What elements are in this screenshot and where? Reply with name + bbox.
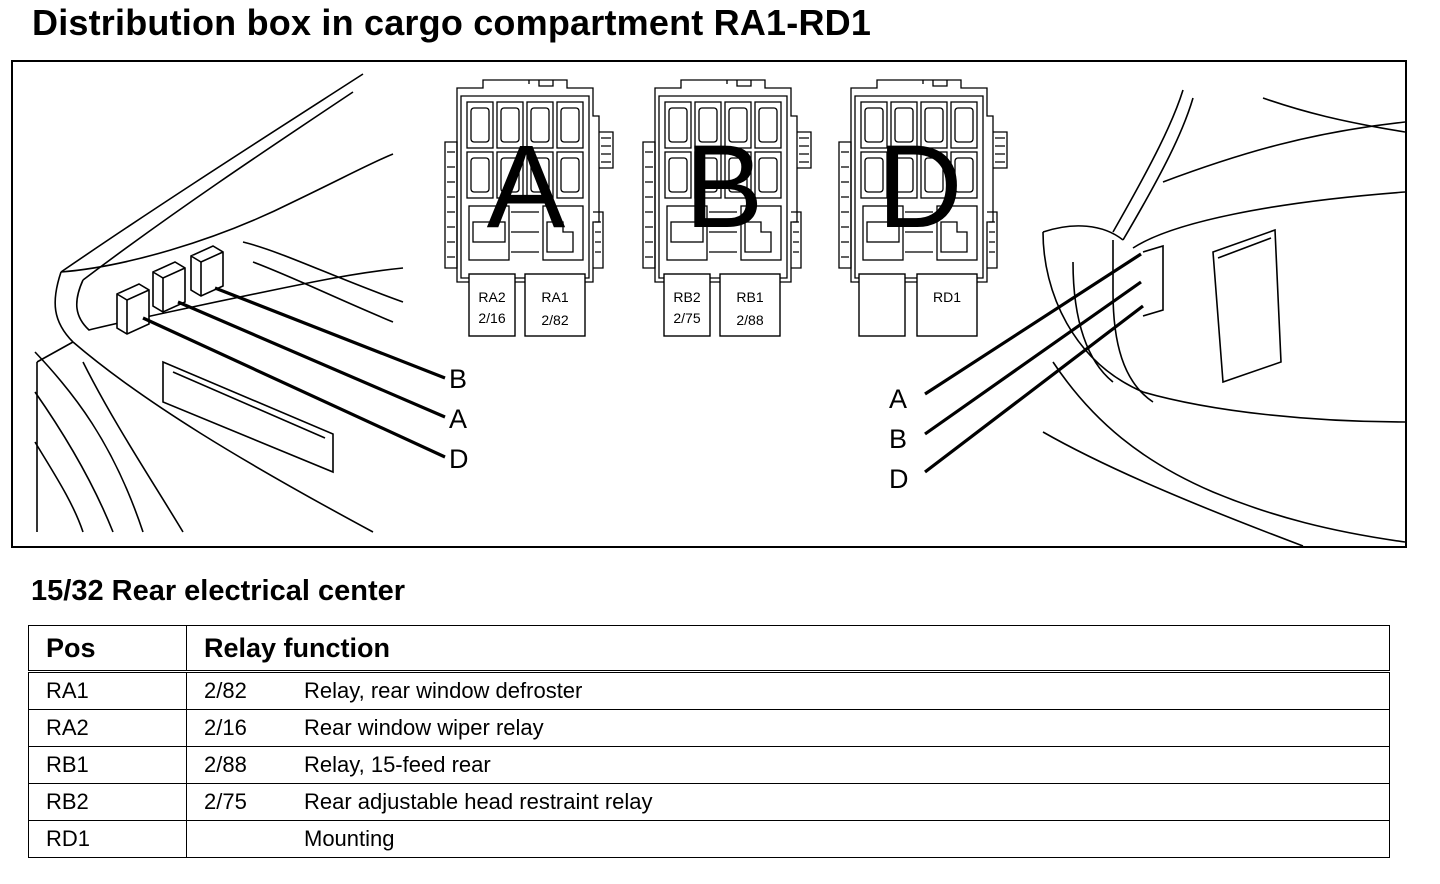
box-letter-a: A (487, 121, 566, 253)
left-cargo-view (34, 73, 404, 533)
row-code: 2/82 (186, 671, 304, 710)
row-description: Rear adjustable head restraint relay (304, 783, 1390, 821)
slot-empty (858, 273, 906, 337)
left-leader-lines (142, 286, 446, 459)
fuse-box-b: B RB2 2/75 RB1 2/88 (642, 79, 812, 337)
row-description: Mounting (304, 820, 1390, 858)
row-code: 2/16 (186, 709, 304, 747)
row-pos: RB1 (28, 746, 187, 784)
section-title: 15/32 Rear electrical center (31, 575, 406, 607)
table-row: RD1 Mounting (28, 820, 1390, 858)
slot-ra1 (524, 273, 586, 337)
table-row: RB2 2/75 Rear adjustable head restraint … (28, 783, 1390, 821)
slot-rb2 (663, 273, 711, 337)
page-title: Distribution box in cargo compartment RA… (32, 2, 872, 43)
table-row: RA1 2/82 Relay, rear window defroster (28, 671, 1390, 710)
left-relay-blocks (116, 245, 224, 335)
slot-rb1-code: 2/88 (736, 312, 763, 328)
row-pos: RA2 (28, 709, 187, 747)
table-row: RB1 2/88 Relay, 15-feed rear (28, 746, 1390, 784)
slot-rd1 (916, 273, 978, 337)
slot-ra2-pos: RA2 (478, 289, 505, 305)
distribution-box-diagram: B A D A B D (11, 60, 1407, 548)
slot-ra2-code: 2/16 (478, 310, 505, 326)
row-description: Relay, rear window defroster (304, 671, 1390, 710)
slot-ra1-pos: RA1 (541, 289, 568, 305)
row-description: Relay, 15-feed rear (304, 746, 1390, 784)
slot-rb1-pos: RB1 (736, 289, 763, 305)
row-description: Rear window wiper relay (304, 709, 1390, 747)
row-code: 2/88 (186, 746, 304, 784)
row-pos: RD1 (28, 820, 187, 858)
slot-ra1-code: 2/82 (541, 312, 568, 328)
slot-rb2-pos: RB2 (673, 289, 700, 305)
slot-rd1-pos: RD1 (933, 289, 961, 305)
slot-ra2 (468, 273, 516, 337)
row-pos: RA1 (28, 671, 187, 710)
fuse-box-a: A RA2 2/16 RA1 2/82 (444, 79, 614, 337)
header-relay-function: Relay function (186, 625, 1390, 673)
right-leader-lines (924, 252, 1144, 474)
table-header-row: Pos Relay function (28, 625, 1390, 673)
fuse-box-d: D RD1 (838, 79, 1008, 337)
slot-rb2-code: 2/75 (673, 310, 700, 326)
row-pos: RB2 (28, 783, 187, 821)
header-pos: Pos (28, 625, 187, 673)
slot-rb1 (719, 273, 781, 337)
table-row: RA2 2/16 Rear window wiper relay (28, 709, 1390, 747)
box-letter-d: D (877, 121, 962, 253)
right-cargo-view (1042, 89, 1405, 546)
box-letter-b: B (685, 121, 764, 253)
row-code: 2/75 (186, 783, 304, 821)
relay-table: Pos Relay function RA1 2/82 Relay, rear … (28, 625, 1390, 858)
row-code (186, 820, 304, 858)
